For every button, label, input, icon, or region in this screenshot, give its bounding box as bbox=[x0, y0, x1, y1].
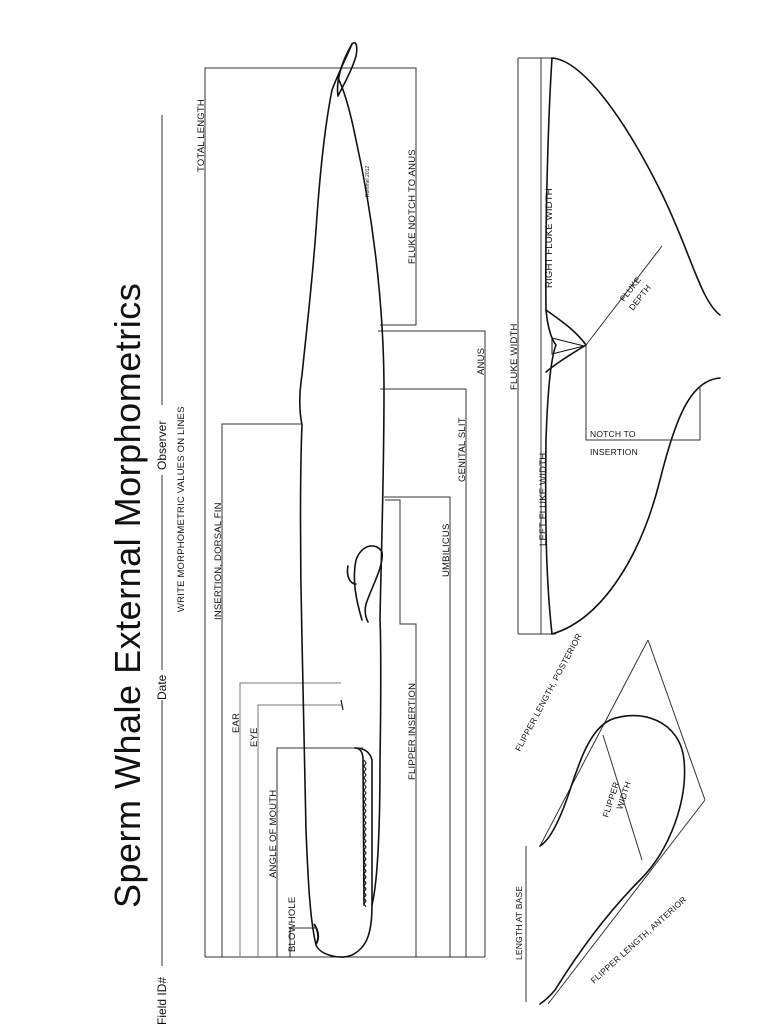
blowhole-mark bbox=[313, 923, 320, 945]
teeth-row bbox=[363, 759, 367, 908]
genital-slit-label: GENITAL SLIT bbox=[457, 417, 468, 482]
fluke-width-label: FLUKE WIDTH bbox=[509, 323, 520, 390]
ear-line[interactable] bbox=[239, 682, 341, 957]
blowhole-line[interactable] bbox=[289, 927, 316, 957]
notch-to-insertion-line[interactable] bbox=[585, 345, 701, 441]
ear-label: EAR bbox=[231, 713, 242, 733]
notch-to-insertion-label-1: NOTCH TO bbox=[590, 429, 636, 439]
field-id-label: Field ID# bbox=[155, 977, 169, 1024]
sheet-title: Sperm Whale External Morphometrics bbox=[107, 283, 148, 908]
flipper-length-anterior-label: FLIPPER LENGTH, ANTERIOR bbox=[589, 894, 689, 985]
total-length-label: TOTAL LENGTH bbox=[196, 99, 207, 172]
fluke-depth-line[interactable] bbox=[585, 245, 663, 346]
flipper-insertion-label: FLIPPER INSERTION bbox=[407, 683, 418, 780]
date-label: Date bbox=[155, 674, 169, 700]
blowhole-label: BLOWHOLE bbox=[287, 897, 298, 952]
flipper-insertion-line[interactable] bbox=[385, 499, 417, 957]
pectoral-flipper bbox=[346, 545, 383, 623]
fluke-notch-to-anus-line[interactable] bbox=[348, 67, 417, 326]
total-length-line[interactable] bbox=[204, 67, 348, 957]
insertion-dorsal-fin-label: INSERTION, DORSAL FIN bbox=[213, 502, 224, 620]
eye-label: EYE bbox=[249, 727, 260, 747]
angle-of-mouth-line[interactable] bbox=[276, 747, 363, 957]
flipper-length-posterior-label: FLIPPER LENGTH, POSTERIOR bbox=[513, 632, 584, 753]
anus-line[interactable] bbox=[378, 330, 486, 957]
fluke-diagram: FLUKE WIDTH RIGHT FLUKE WIDTH LEFT FLUKE… bbox=[509, 57, 721, 635]
right-fluke-width-label: RIGHT FLUKE WIDTH bbox=[544, 188, 555, 288]
observer-label: Observer bbox=[155, 421, 169, 470]
flipper-length-posterior-line[interactable] bbox=[539, 639, 649, 847]
eye-mark bbox=[340, 699, 344, 711]
genital-slit-line[interactable] bbox=[380, 388, 467, 957]
flipper-length-anterior-line[interactable] bbox=[547, 799, 706, 1005]
angle-of-mouth-label: ANGLE OF MOUTH bbox=[268, 790, 279, 878]
notch-to-insertion-label-2: INSERTION bbox=[590, 447, 638, 457]
credit-text: Rommel 2012 bbox=[365, 166, 371, 197]
whale-body-outline bbox=[298, 41, 385, 958]
fluke-notch-to-anus-label: FLUKE NOTCH TO ANUS bbox=[407, 149, 418, 264]
length-at-base-label: LENGTH AT BASE bbox=[514, 886, 524, 960]
eye-line[interactable] bbox=[257, 704, 341, 957]
insertion-dorsal-fin-line[interactable] bbox=[221, 423, 301, 957]
umbilicus-label: UMBILICUS bbox=[441, 523, 452, 577]
flipper-width-line[interactable] bbox=[602, 734, 643, 861]
flipper-diagram: FLIPPER LENGTH, POSTERIOR FLIPPER LENGTH… bbox=[513, 632, 706, 1005]
umbilicus-line[interactable] bbox=[384, 496, 451, 957]
anus-label: ANUS bbox=[476, 348, 487, 375]
instructions-text: WRITE MORPHOMETRIC VALUES ON LINES bbox=[176, 406, 187, 612]
left-fluke-width-label: LEFT FLUKE WIDTH bbox=[538, 453, 549, 546]
